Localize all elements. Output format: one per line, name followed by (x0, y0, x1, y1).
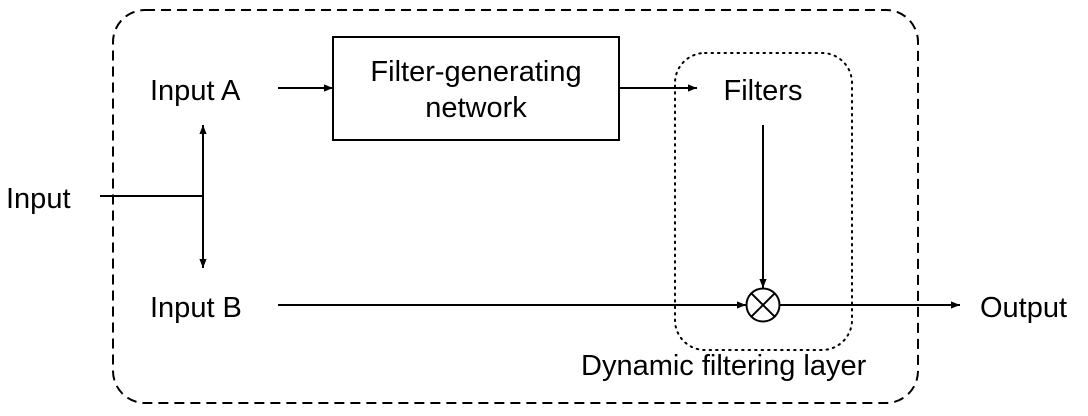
input-label: Input (6, 183, 71, 215)
outer-dashed-group (112, 9, 919, 404)
input-b-label: Input B (150, 292, 242, 324)
multiply-node-icon (745, 287, 781, 323)
input-a-label: Input A (150, 75, 241, 107)
filter-network-label-line2: network (425, 92, 527, 124)
dynamic-filtering-layer-label: Dynamic filtering layer (581, 350, 867, 382)
dynamic-filtering-layer-group (674, 52, 853, 351)
output-label: Output (980, 292, 1067, 324)
filters-label: Filters (724, 75, 803, 107)
filter-network-label-line1: Filter-generating (370, 56, 581, 88)
filter-generating-network-box (332, 36, 620, 141)
